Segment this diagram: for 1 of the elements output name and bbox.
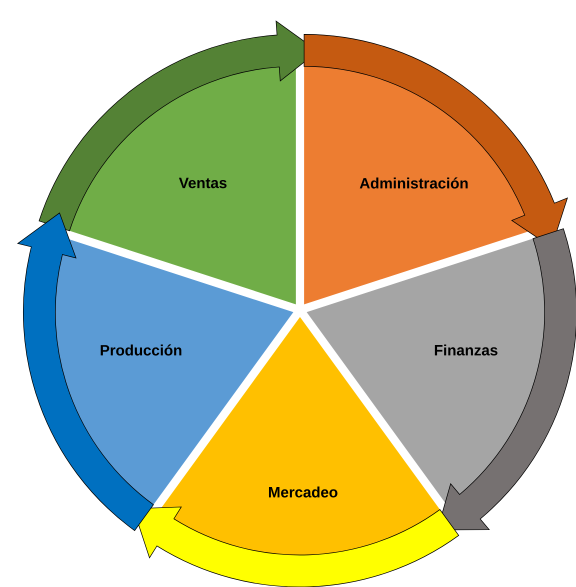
curved-arrow [17,212,154,531]
